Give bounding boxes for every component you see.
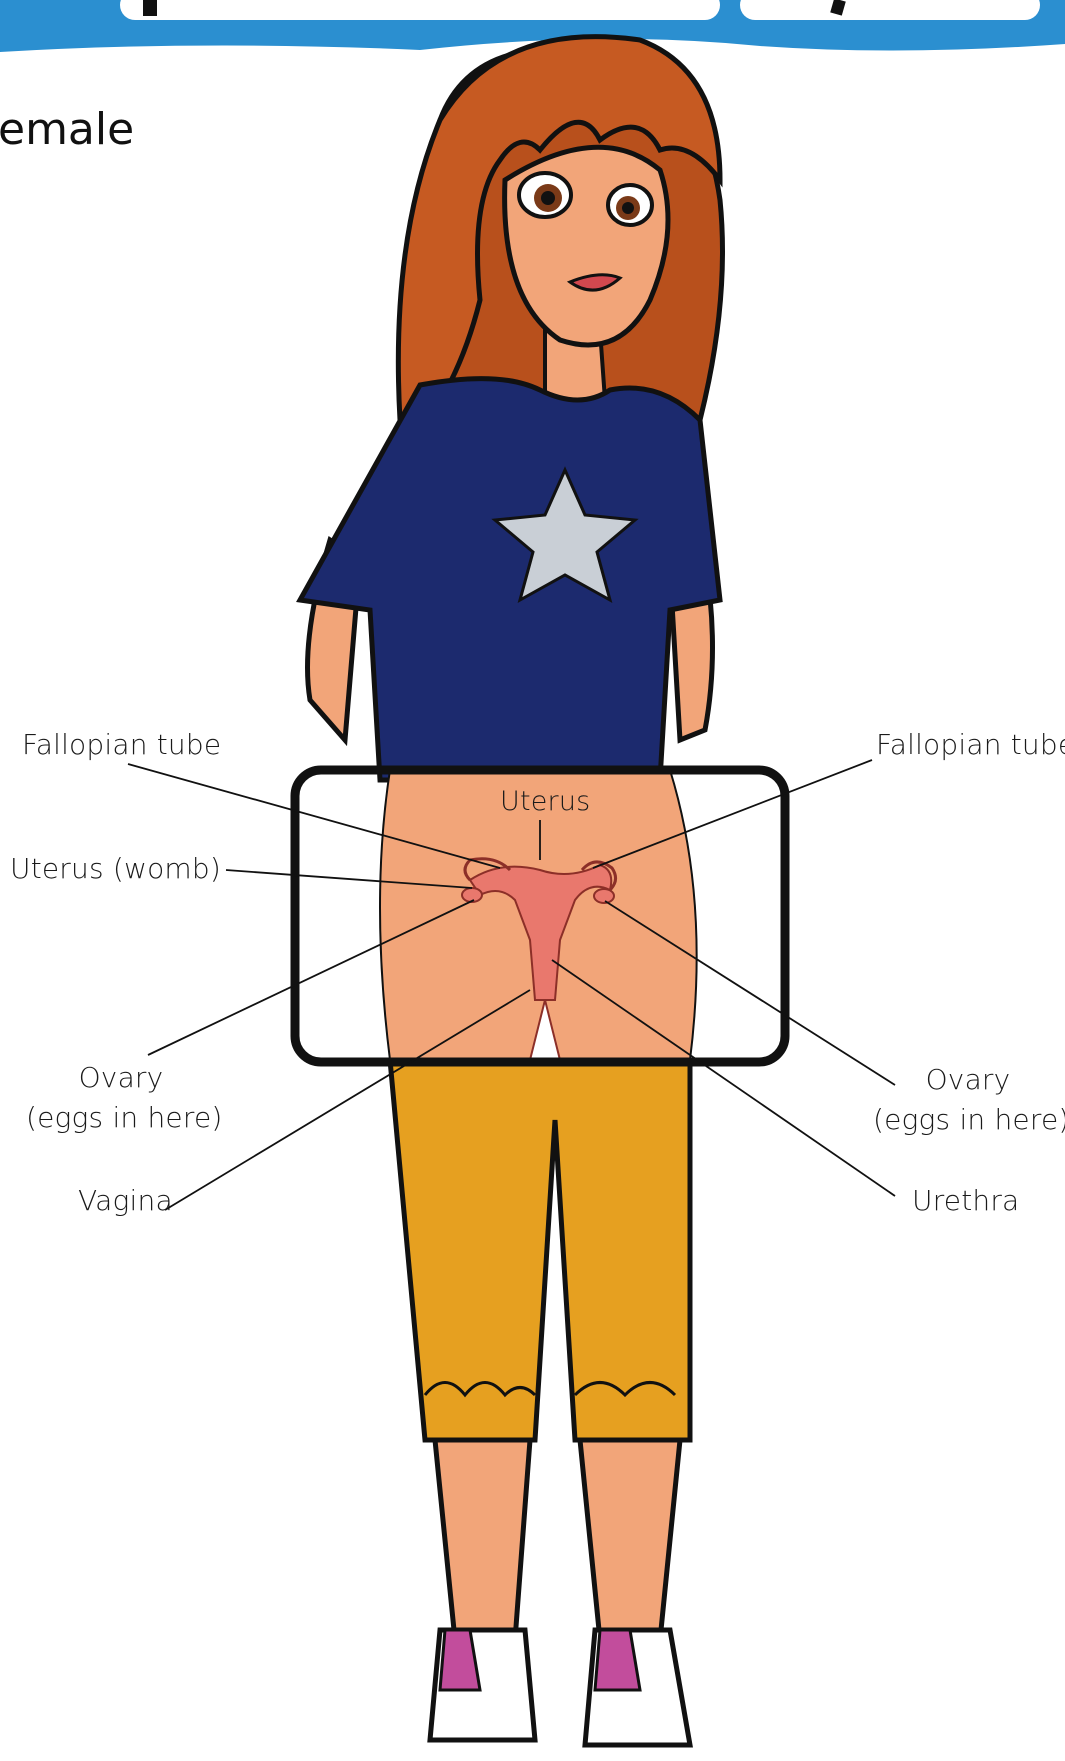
label-ovary-left-line2: (eggs in here) xyxy=(26,1098,216,1138)
label-ovary-right-line2: (eggs in here) xyxy=(873,1100,1063,1140)
label-ovary-left-line1: Ovary xyxy=(26,1058,216,1098)
label-ovary-right: Ovary (eggs in here) xyxy=(873,1060,1063,1140)
label-urethra: Urethra xyxy=(912,1184,1019,1217)
label-uterus-womb: Uterus (womb) xyxy=(10,852,221,885)
shirt xyxy=(300,379,720,780)
left-leg xyxy=(435,1440,530,1640)
label-fallopian-tube-left: Fallopian tube xyxy=(22,728,221,761)
label-ovary-right-line1: Ovary xyxy=(873,1060,1063,1100)
label-uterus: Uterus xyxy=(500,786,590,817)
right-leg xyxy=(580,1440,680,1640)
label-fallopian-tube-right: Fallopian tube xyxy=(876,728,1065,761)
label-ovary-left: Ovary (eggs in here) xyxy=(26,1058,216,1138)
label-vagina: Vagina xyxy=(78,1184,173,1217)
